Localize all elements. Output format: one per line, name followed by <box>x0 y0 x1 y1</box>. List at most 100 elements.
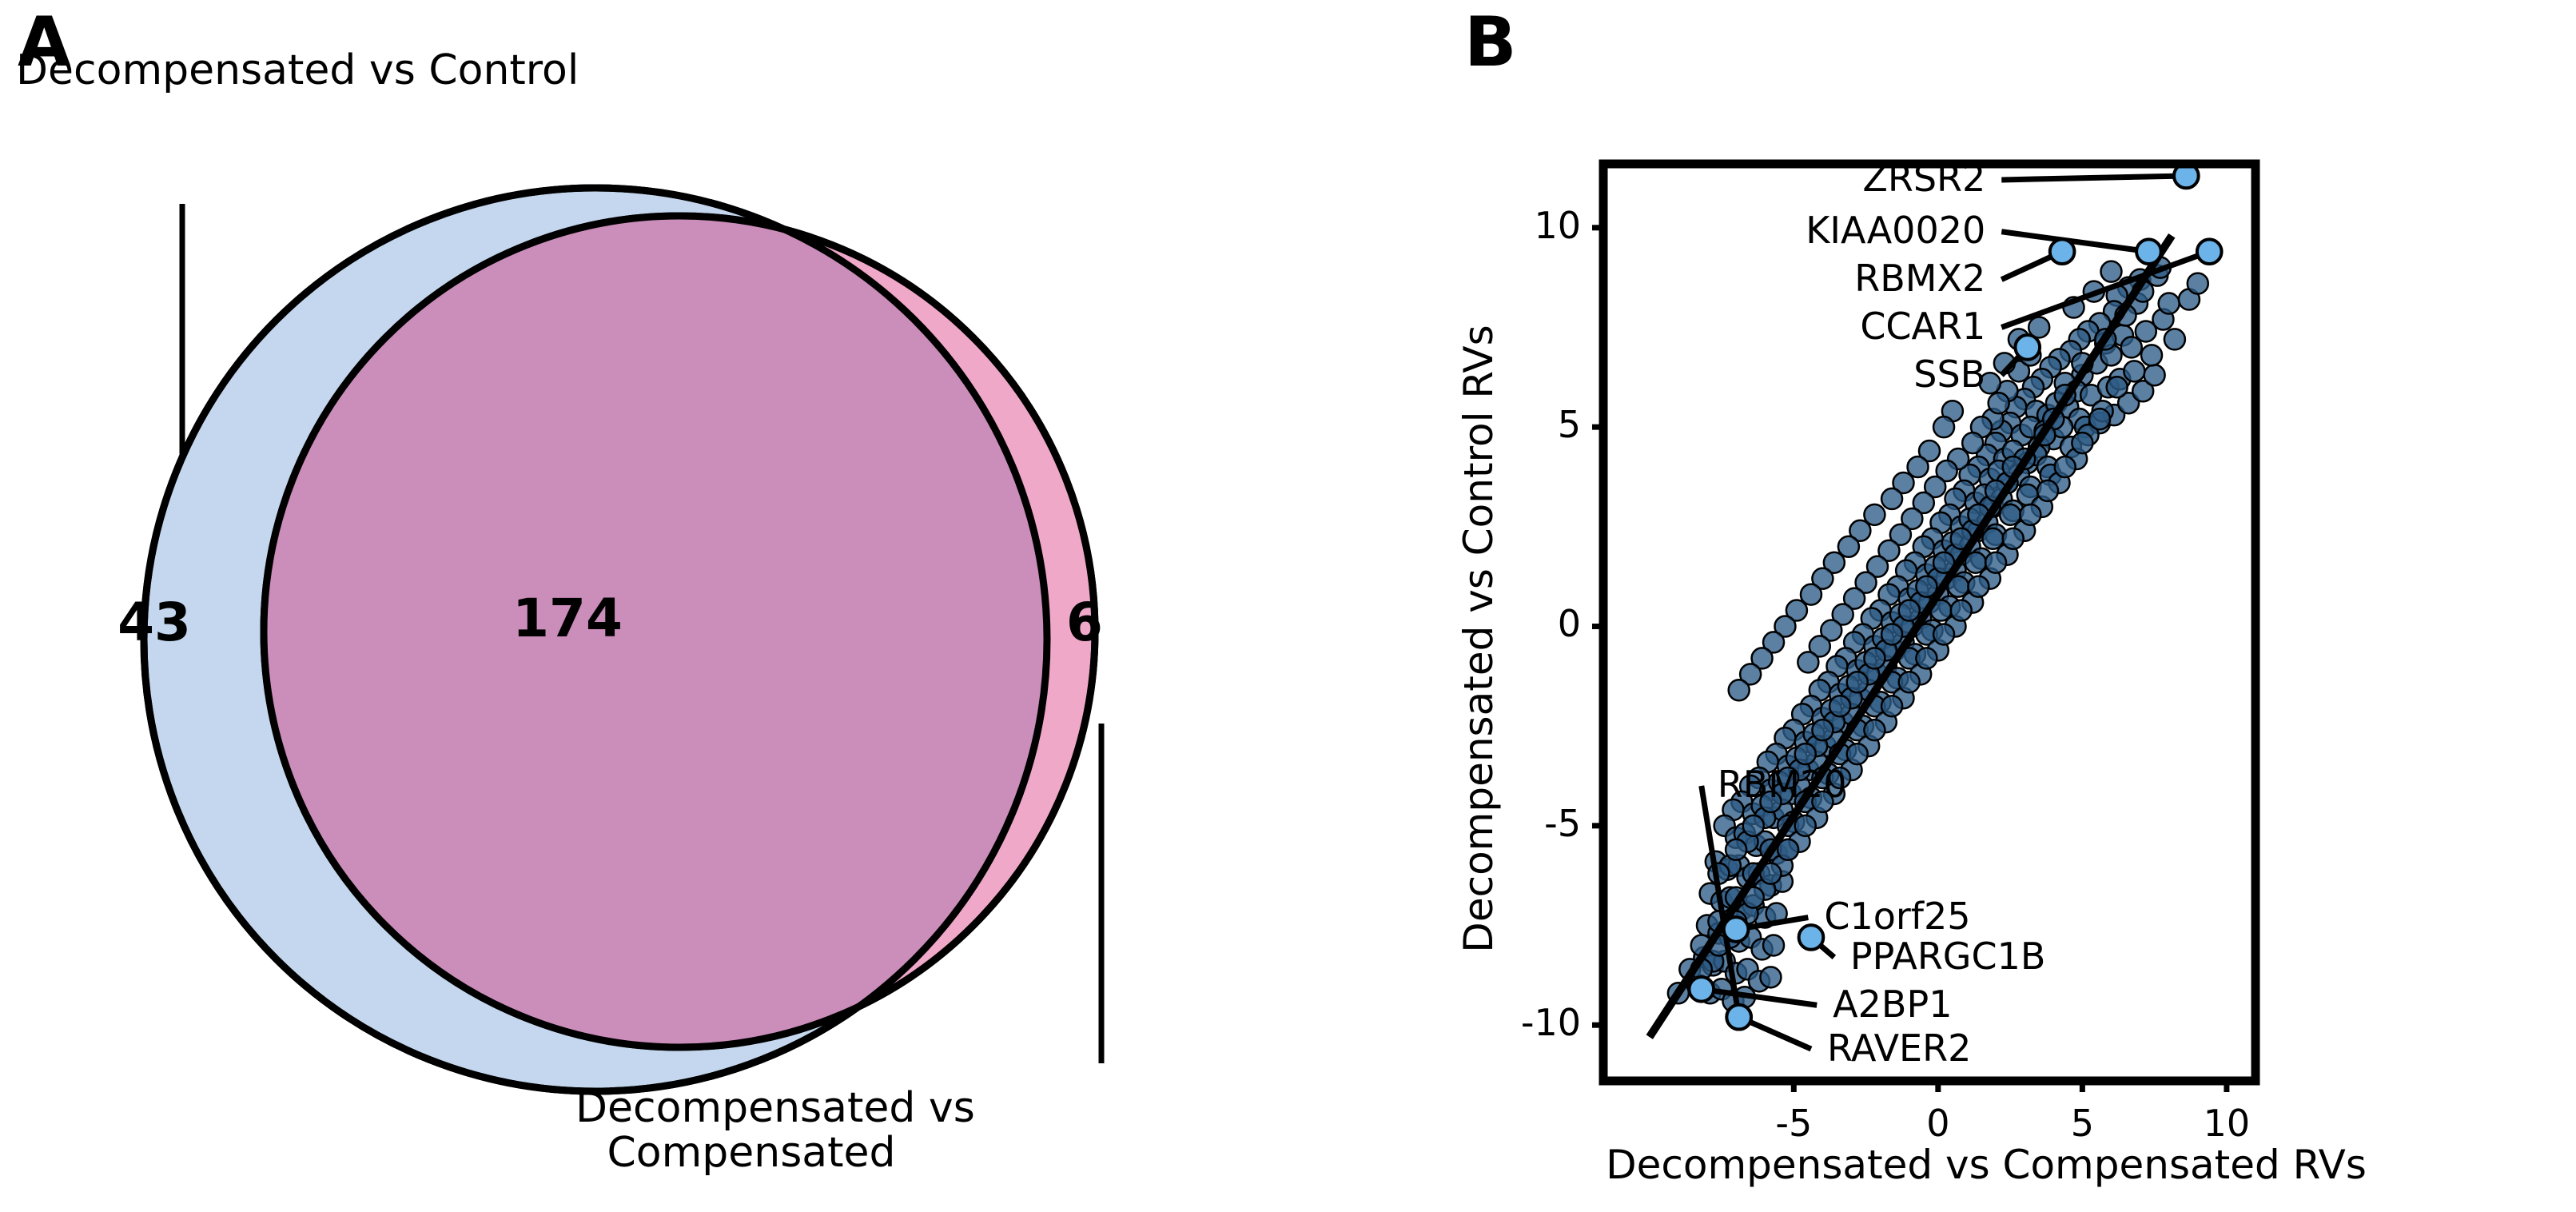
highlighted-scatter-point <box>1722 915 1750 943</box>
x-axis-title: Decompensated vs Compensated RVs <box>1606 1142 2367 1188</box>
scatter-point <box>1845 742 1869 766</box>
scatter-point <box>1762 934 1786 957</box>
highlighted-scatter-point <box>2048 237 2076 266</box>
plot-frame <box>1599 159 2260 1086</box>
x-tick-label: 5 <box>2070 1102 2094 1145</box>
y-tick-label: -10 <box>1520 1001 1581 1045</box>
scatter-point <box>2001 527 2025 551</box>
scatter-point <box>2053 455 2076 479</box>
annotation-leader-line <box>1701 986 1818 1008</box>
venn-diagram-svg <box>140 184 1105 1095</box>
scatter-point <box>1932 415 1956 439</box>
trend-line-group <box>1646 233 2176 1039</box>
gene-label-ppargc1b: PPARGC1B <box>1849 934 2046 978</box>
scatter-point <box>1794 742 1817 766</box>
scatter-point <box>1831 603 1854 626</box>
scatter-point <box>1811 567 1834 590</box>
scatter-point <box>1863 503 1886 527</box>
gene-label-ssb: SSB <box>1913 352 1986 396</box>
scatter-point <box>2163 328 2187 351</box>
scatter-point <box>2019 503 2042 527</box>
scatter-plot-svg <box>1592 159 2260 1092</box>
scatter-point <box>1880 694 1904 718</box>
scatter-point <box>2088 407 2112 431</box>
highlighted-points-group <box>1687 161 2224 1031</box>
panel-b-scatter: B Decompensated vs Compensated RVs Decom… <box>1359 0 2576 1212</box>
scatter-point <box>1808 635 1832 658</box>
gene-label-kiaa0020: KIAA0020 <box>1806 209 1986 253</box>
scatter-point <box>1811 790 1834 814</box>
scatter-point <box>1961 431 1985 455</box>
gene-label-a2bp1: A2BP1 <box>1833 982 1953 1026</box>
highlighted-scatter-point <box>1725 1003 1754 1031</box>
scatter-point <box>1762 631 1786 654</box>
scatter-point <box>2140 344 2164 367</box>
scatter-point <box>1799 583 1823 606</box>
scatter-point <box>1877 539 1901 562</box>
scatter-point <box>1935 459 1958 483</box>
scatter-point <box>1967 575 1990 598</box>
panel-a-letter: A <box>18 2 71 82</box>
scatter-point <box>2105 376 2128 399</box>
venn-circle-set-b-outline <box>260 212 1099 1051</box>
scatter-point <box>1949 599 1973 622</box>
scatter-point <box>1837 535 1861 558</box>
scatter-point <box>2116 391 2140 415</box>
venn-count-only-b: 6 <box>1066 592 1103 653</box>
y-tick-label: -5 <box>1544 801 1581 845</box>
highlighted-scatter-point <box>1797 923 1825 951</box>
annotation-leader-line <box>1698 785 1742 1018</box>
scatter-point <box>1828 694 1852 718</box>
y-tick-label: 0 <box>1557 602 1581 646</box>
scatter-point <box>1865 555 1889 578</box>
scatter-point <box>1917 439 1941 463</box>
venn-count-intersection: 174 <box>512 588 623 649</box>
highlighted-scatter-point <box>2135 237 2163 266</box>
scatter-point <box>1906 455 1929 479</box>
gene-label-c1orf25: C1orf25 <box>1824 895 1971 938</box>
scatter-point <box>1759 966 1782 989</box>
venn-set-b-label-line1: Decompensated vs <box>575 1084 975 1132</box>
highlighted-scatter-point <box>2013 333 2042 361</box>
scatter-point <box>1759 790 1782 814</box>
scatter-point <box>1849 519 1872 543</box>
scatter-point <box>1785 599 1809 622</box>
scatter-point <box>1984 551 2008 574</box>
scatter-point <box>1727 679 1750 702</box>
gene-label-raver2: RAVER2 <box>1826 1026 1972 1070</box>
venn-set-a-label: Decompensated vs Control <box>16 46 579 94</box>
scatter-point <box>1854 571 1877 594</box>
x-tick-label: 10 <box>2203 1102 2251 1145</box>
scatter-point <box>2131 380 2155 403</box>
panel-a-venn: A Decompensated vs Control Decompensated… <box>16 2 1105 1175</box>
scatter-point <box>1724 838 1748 862</box>
venn-count-only-a: 43 <box>117 592 191 653</box>
gene-label-zrsr2: ZRSR2 <box>1862 157 1986 201</box>
scatter-point <box>1776 838 1800 862</box>
scatter-point <box>1915 647 1938 670</box>
annotation-leader-line <box>2001 229 2149 255</box>
scatter-point <box>1892 471 1915 495</box>
scatter-point <box>2100 260 2123 283</box>
venn-intersection-region <box>264 216 1047 1047</box>
gene-label-rbm20: RBM20 <box>1717 763 1847 807</box>
scatter-point <box>1811 718 1834 742</box>
annotation-leader-line <box>2001 173 2187 183</box>
scatter-point <box>2036 479 2060 503</box>
scatter-point <box>1742 814 1765 838</box>
highlighted-scatter-point <box>1687 975 1716 1003</box>
venn-circle-set-a-outline <box>140 184 1051 1095</box>
scatter-point <box>1880 487 1904 511</box>
scatter-point <box>1897 671 1921 694</box>
scatter-point <box>2120 336 2143 359</box>
scatter-point <box>1822 551 1846 574</box>
scatter-point <box>1978 372 2002 395</box>
y-tick-label: 10 <box>1534 203 1581 247</box>
scatter-point <box>1738 663 1762 686</box>
scatter-point <box>1901 507 1924 531</box>
scatter-point <box>1863 718 1886 742</box>
y-tick-label: 5 <box>1557 403 1581 447</box>
scatter-point <box>2143 364 2166 387</box>
